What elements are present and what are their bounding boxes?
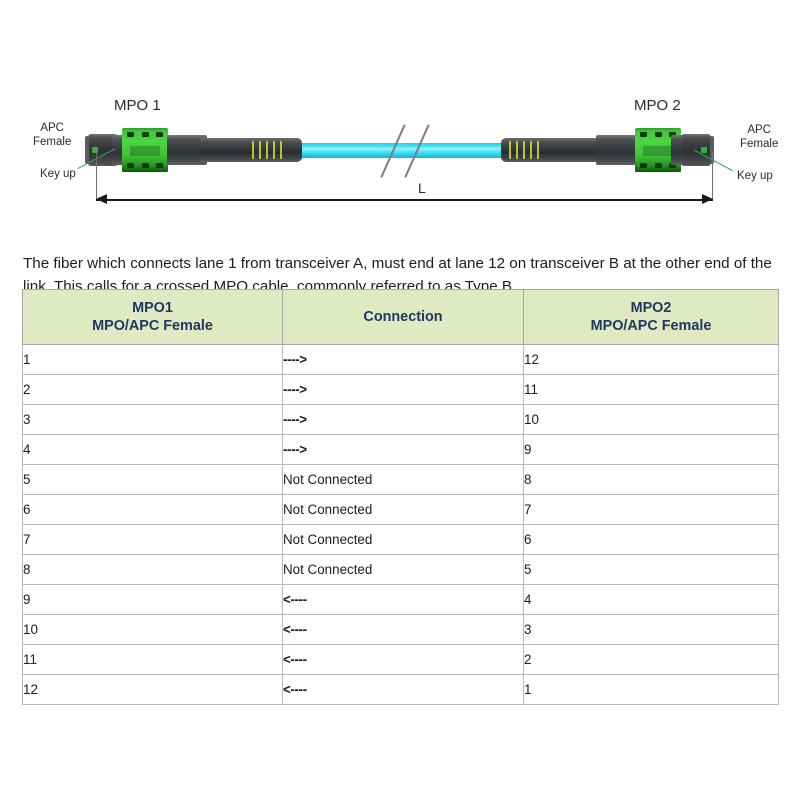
cell-connection-arrow: ---->: [282, 434, 524, 465]
left-strain-relief-boot: [200, 138, 302, 162]
left-latch-housing: [122, 128, 168, 172]
cell-mpo1: 6: [22, 494, 283, 525]
header-mpo2-line1: MPO2: [630, 299, 672, 316]
cell-mpo1: 7: [22, 524, 283, 555]
cell-mpo1: 9: [22, 584, 283, 615]
cell-mpo2: 3: [523, 614, 779, 645]
cell-mpo2: 2: [523, 644, 779, 675]
cell-mpo1: 1: [22, 344, 283, 375]
cell-mpo2: 10: [523, 404, 779, 435]
cell-mpo1: 12: [22, 674, 283, 705]
cell-mpo1: 11: [22, 644, 283, 675]
right-key-up-label: Key up: [737, 170, 773, 182]
table-row: 12<----1: [22, 674, 779, 705]
table-row: 2---->11: [22, 374, 779, 405]
table-header-row: MPO1 MPO/APC Female Connection MPO2 MPO/…: [22, 289, 779, 345]
mpo-connection-table: MPO1 MPO/APC Female Connection MPO2 MPO/…: [22, 289, 779, 705]
cell-connection-not-connected: Not Connected: [282, 524, 524, 555]
left-mpo-connector: [85, 126, 323, 174]
dimension-extension-left: [96, 152, 98, 200]
cell-connection-arrow: ---->: [282, 404, 524, 435]
cell-mpo2: 11: [523, 374, 779, 405]
left-apc-female-label: APC Female: [33, 122, 72, 148]
cell-mpo1: 2: [22, 374, 283, 405]
header-mpo2: MPO2 MPO/APC Female: [523, 289, 779, 345]
right-key-marker: [701, 147, 707, 153]
right-strain-relief-boot: [501, 138, 603, 162]
cell-connection-arrow: ---->: [282, 374, 524, 405]
cell-mpo2: 9: [523, 434, 779, 465]
left-key-marker: [92, 147, 98, 153]
table-row: 1---->12: [22, 344, 779, 375]
mpo1-title: MPO 1: [114, 97, 161, 114]
fiber-cable: [300, 143, 525, 158]
table-row: 4---->9: [22, 434, 779, 465]
cell-connection-arrow: ---->: [282, 344, 524, 375]
right-mpo-connector: [501, 126, 715, 174]
cell-mpo2: 7: [523, 494, 779, 525]
cell-connection-arrow: <----: [282, 674, 524, 705]
header-mpo1-line2: MPO/APC Female: [92, 318, 213, 334]
cell-mpo1: 8: [22, 554, 283, 585]
header-mpo1: MPO1 MPO/APC Female: [22, 289, 283, 345]
right-rear-barrel: [596, 135, 636, 165]
cell-mpo2: 6: [523, 524, 779, 555]
cell-mpo1: 4: [22, 434, 283, 465]
cell-connection-arrow: <----: [282, 644, 524, 675]
cell-connection-arrow: <----: [282, 584, 524, 615]
cell-mpo2: 5: [523, 554, 779, 585]
cell-mpo1: 3: [22, 404, 283, 435]
left-key-up-label: Key up: [40, 168, 76, 180]
cell-mpo2: 1: [523, 674, 779, 705]
cell-connection-not-connected: Not Connected: [282, 554, 524, 585]
right-apc-female-label: APC Female: [740, 124, 779, 150]
cell-mpo2: 8: [523, 464, 779, 495]
header-mpo1-line1: MPO1: [132, 299, 173, 316]
table-row: 3---->10: [22, 404, 779, 435]
table-row: 10<----3: [22, 614, 779, 645]
table-row: 11<----2: [22, 644, 779, 675]
cell-mpo2: 12: [523, 344, 779, 375]
length-label: L: [418, 180, 426, 196]
cell-connection-not-connected: Not Connected: [282, 494, 524, 525]
dimension-arrow-right: [702, 194, 713, 204]
cell-connection-not-connected: Not Connected: [282, 464, 524, 495]
header-connection: Connection: [282, 289, 524, 345]
dimension-extension-right: [712, 152, 714, 200]
mpo2-title: MPO 2: [634, 97, 681, 114]
header-mpo2-line2: MPO/APC Female: [590, 318, 712, 334]
table-row: 9<----4: [22, 584, 779, 615]
cell-connection-arrow: <----: [282, 614, 524, 645]
cell-mpo2: 4: [523, 584, 779, 615]
length-dimension-line: [96, 199, 713, 201]
dimension-arrow-left: [96, 194, 107, 204]
cell-mpo1: 10: [22, 614, 283, 645]
mpo-cable-diagram: MPO 1 MPO 2 APC Female APC Female Key up…: [0, 0, 800, 232]
cell-mpo1: 5: [22, 464, 283, 495]
